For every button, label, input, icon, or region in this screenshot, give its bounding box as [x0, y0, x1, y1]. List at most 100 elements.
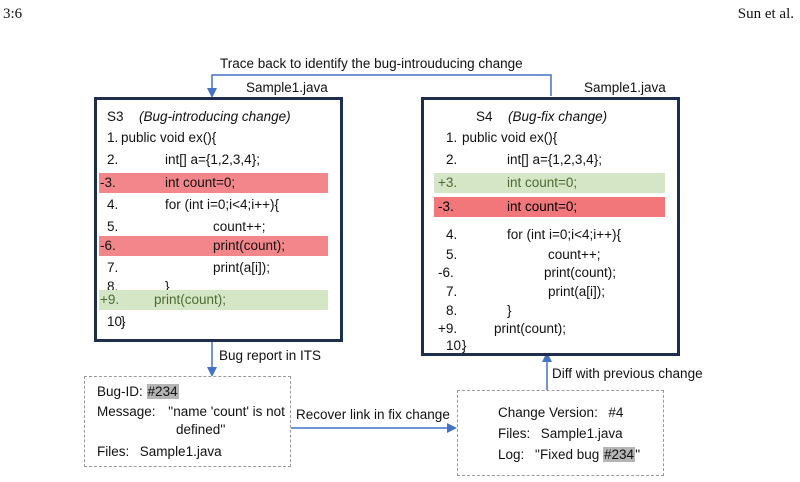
- s4-title: (Bug-fix change): [508, 109, 608, 124]
- s3-line-number: 2.: [107, 152, 119, 167]
- s3-code-box: S3 (Bug-introducing change) 1.public voi…: [94, 97, 343, 342]
- s3-line-number: 7.: [107, 260, 119, 275]
- s3-code-line: +9. print(count);: [99, 290, 328, 310]
- s3-line-code: int[] a={1,2,3,4};: [165, 152, 260, 167]
- s3-code-line: 2. int[] a={1,2,3,4};: [99, 150, 328, 170]
- change-version-label: Change Version:: [498, 405, 598, 420]
- author-running-head: Sun et al.: [737, 6, 794, 22]
- s4-code-line: 10.}: [434, 336, 665, 356]
- s4-code-line: 1. public void ex(){: [434, 128, 665, 148]
- s3-line-code: count++;: [213, 219, 266, 234]
- s3-code-line: 4. for (int i=0;i<4;i++){: [99, 195, 328, 215]
- s4-line-code: print(count);: [494, 321, 567, 336]
- s4-code-line: -6. print(count);: [434, 263, 665, 283]
- s3-line-code: print(count);: [154, 292, 227, 307]
- s4-line-code: int[] a={1,2,3,4};: [507, 152, 602, 167]
- diff-label: Diff with previous change: [552, 366, 703, 381]
- s4-code-line: -3. int count=0;: [434, 197, 665, 217]
- bug-files-row: Files: Sample1.java: [97, 444, 222, 459]
- change-files-label: Files:: [498, 426, 531, 441]
- s4-code-line: 5. count++;: [434, 245, 665, 265]
- bug-files-label: Files:: [97, 444, 130, 459]
- s4-line-number: 7.: [446, 284, 458, 299]
- s3-line-number: -6.: [100, 238, 116, 253]
- s4-line-number: 8.: [446, 303, 458, 318]
- bug-report-box: Bug-ID: #234 Message: ''name 'count' is …: [84, 376, 291, 467]
- bug-id-value: #234: [146, 384, 179, 399]
- bug-message-line1: ''name 'count' is not: [168, 404, 285, 419]
- s3-line-code: }: [165, 279, 170, 294]
- s4-title-row: S4 (Bug-fix change): [476, 109, 607, 124]
- change-log-row: Log: ''Fixed bug #234'': [498, 447, 640, 462]
- s3-code-line: 7.print(a[i]);: [99, 258, 328, 278]
- s4-code-line: 4. for (int i=0;i<4;i++){: [434, 225, 665, 245]
- s4-code-line: 7.print(a[i]);: [434, 282, 665, 302]
- s3-line-number: 1.: [107, 130, 119, 145]
- s3-id: S3: [107, 109, 124, 124]
- s4-line-code: int count=0;: [507, 199, 578, 214]
- s3-code-line: -6. print(count);: [99, 236, 328, 256]
- s3-line-number: 5.: [107, 219, 119, 234]
- s3-line-number: -3.: [100, 175, 116, 190]
- s4-line-number: 5.: [446, 247, 458, 262]
- s3-code-line: 5. count++;: [99, 217, 328, 237]
- bug-id-row: Bug-ID: #234: [97, 384, 179, 399]
- s3-line-code: print(count);: [213, 238, 286, 253]
- s3-code-line: 8.}: [99, 277, 328, 297]
- s4-line-number: 4.: [446, 227, 458, 242]
- s4-code-line: 2. int[] a={1,2,3,4};: [434, 150, 665, 170]
- s4-line-number: +9.: [438, 321, 458, 336]
- change-log-label: Log:: [498, 447, 525, 462]
- s4-line-number: +3.: [438, 175, 458, 190]
- change-log-prefix: ''Fixed bug: [534, 447, 604, 462]
- s3-title-row: S3 (Bug-introducing change): [107, 109, 291, 124]
- s3-file-name: Sample1.java: [246, 80, 328, 95]
- s3-line-code: public void ex(){: [121, 130, 217, 145]
- recover-link-label: Recover link in fix change: [296, 407, 450, 422]
- s3-line-code: for (int i=0;i<4;i++){: [165, 197, 280, 212]
- change-files-row: Files: Sample1.java: [498, 426, 623, 441]
- trace-back-arrow: [207, 74, 552, 98]
- page-number: 3:6: [3, 6, 23, 22]
- change-version-row: Change Version: #4: [498, 405, 623, 420]
- s4-line-number: 1.: [446, 130, 458, 145]
- s3-line-number: 8.: [107, 279, 119, 294]
- s4-line-code: }: [462, 338, 467, 353]
- s4-id: S4: [476, 109, 493, 124]
- bug-message-line2: defined'': [176, 422, 226, 437]
- bug-id-label: Bug-ID:: [97, 384, 143, 399]
- s4-line-code: public void ex(){: [462, 130, 558, 145]
- bug-files-value: Sample1.java: [139, 444, 222, 459]
- s3-line-number: +9.: [100, 292, 120, 307]
- s3-line-number: 4.: [107, 197, 119, 212]
- s4-file-name: Sample1.java: [584, 80, 666, 95]
- bug-message-label: Message:: [97, 404, 156, 419]
- s3-line-code: }: [121, 314, 126, 329]
- s4-line-number: 10.: [446, 338, 465, 353]
- bug-report-label: Bug report in ITS: [219, 348, 322, 363]
- s4-line-number: 2.: [446, 152, 458, 167]
- s3-line-code: int count=0;: [165, 175, 236, 190]
- s4-code-line: +3. int count=0;: [434, 173, 665, 193]
- trace-back-label: Trace back to identify the bug-introuduc…: [220, 56, 523, 71]
- s4-line-code: }: [507, 303, 512, 318]
- change-log-suffix: '': [635, 447, 641, 462]
- s4-code-line: 8.}: [434, 301, 665, 321]
- change-version-box: Change Version: #4 Files: Sample1.java L…: [457, 390, 664, 476]
- change-version-value: #4: [608, 405, 624, 420]
- s3-code-line: 10.}: [99, 312, 328, 332]
- s4-line-code: for (int i=0;i<4;i++){: [507, 227, 622, 242]
- s4-line-number: -6.: [438, 265, 454, 280]
- s4-line-code: count++;: [548, 247, 601, 262]
- s4-line-code: int count=0;: [507, 175, 578, 190]
- s3-code-line: 1.public void ex(){: [99, 128, 328, 148]
- s3-code-line: -3. int count=0;: [99, 173, 328, 193]
- change-files-value: Sample1.java: [540, 426, 623, 441]
- s4-line-code: print(count);: [544, 265, 617, 280]
- s4-code-box: S4 (Bug-fix change) 1. public void ex(){ 2…: [421, 97, 680, 356]
- s4-code-line: +9. print(count);: [434, 319, 665, 339]
- bug-message-row: Message: ''name 'count' is not: [97, 404, 285, 419]
- s3-line-number: 10.: [107, 314, 126, 329]
- s4-line-number: -3.: [438, 199, 454, 214]
